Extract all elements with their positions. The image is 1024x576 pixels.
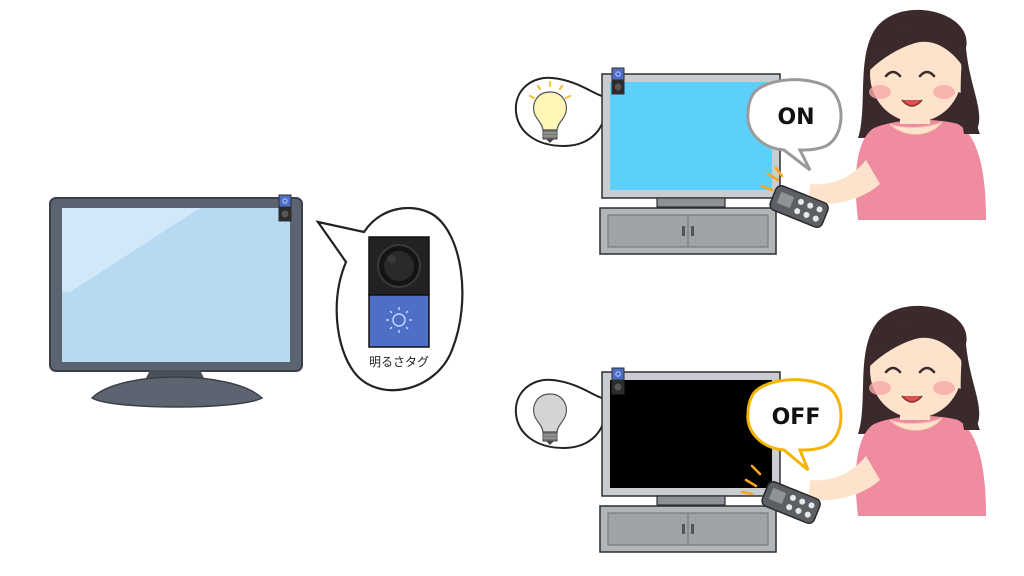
scene-off: OFF <box>514 304 988 553</box>
brightness-tag-large <box>368 236 430 348</box>
monitor-left <box>49 194 303 408</box>
speech-bubble-on: ON <box>746 78 843 172</box>
brightness-tag-icon <box>278 194 292 222</box>
brightness-tag-icon <box>611 367 625 395</box>
scene-on: ON <box>514 8 988 255</box>
sun-icon <box>386 307 412 333</box>
speech-bubble-off: OFF <box>746 378 843 472</box>
speech-off-text: OFF <box>772 405 821 430</box>
bulb-bubble-off <box>514 378 615 450</box>
tag-label: 明るさタグ <box>369 355 429 369</box>
brightness-tag-icon <box>611 67 625 95</box>
bulb-bubble-on <box>514 76 615 148</box>
speech-on-text: ON <box>777 105 814 130</box>
tag-callout: 明るさタグ <box>315 206 464 392</box>
